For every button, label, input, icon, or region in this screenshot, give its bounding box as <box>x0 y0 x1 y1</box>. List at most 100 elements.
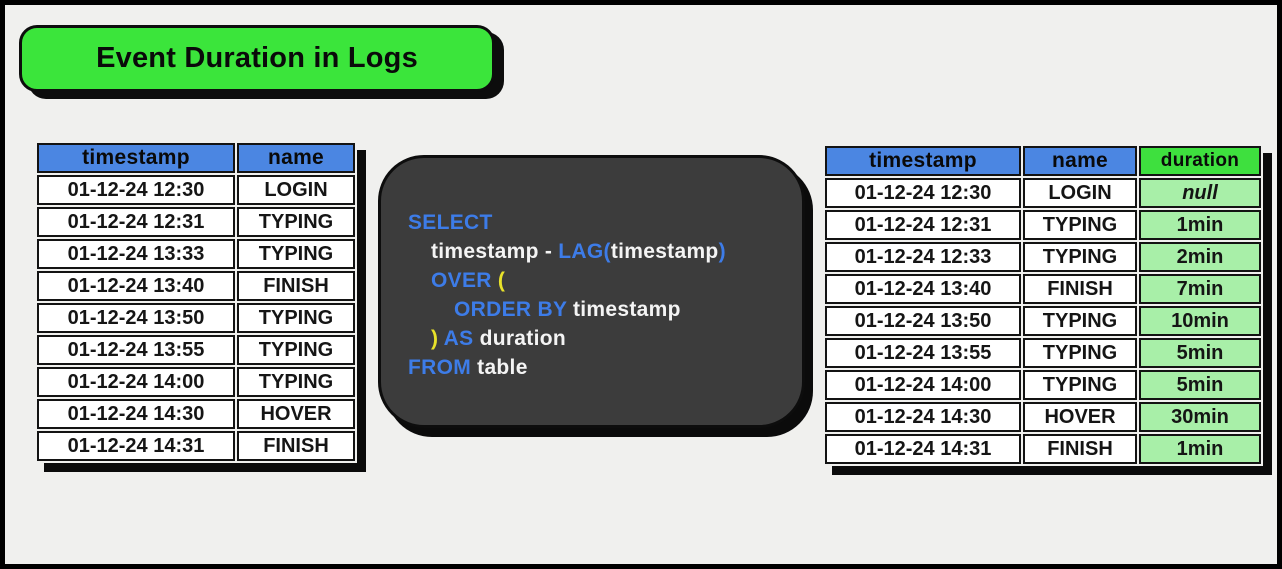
code-token-plain: table <box>477 356 528 379</box>
cell-name: LOGIN <box>1023 178 1137 208</box>
column-header-timestamp: timestamp <box>825 146 1021 176</box>
cell-timestamp: 01-12-24 13:55 <box>825 338 1021 368</box>
cell-name: HOVER <box>1023 402 1137 432</box>
page-title: Event Duration in Logs <box>96 42 418 74</box>
column-header-timestamp: timestamp <box>37 143 235 173</box>
cell-timestamp: 01-12-24 14:00 <box>37 367 235 397</box>
cell-name: HOVER <box>237 399 355 429</box>
cell-timestamp: 01-12-24 13:40 <box>37 271 235 301</box>
cell-timestamp: 01-12-24 14:30 <box>825 402 1021 432</box>
column-header-duration: duration <box>1139 146 1261 176</box>
cell-name: TYPING <box>1023 210 1137 240</box>
code-token-keyword: ORDER BY <box>454 298 573 321</box>
code-line: OVER ( <box>408 266 782 295</box>
cell-name: TYPING <box>1023 370 1137 400</box>
cell-name: FINISH <box>1023 274 1137 304</box>
cell-name: FINISH <box>237 271 355 301</box>
cell-duration: 7min <box>1139 274 1261 304</box>
code-line: SELECT <box>408 208 782 237</box>
code-line: ORDER BY timestamp <box>408 295 782 324</box>
cell-name: TYPING <box>237 303 355 333</box>
cell-timestamp: 01-12-24 12:31 <box>37 207 235 237</box>
column-header-name: name <box>237 143 355 173</box>
code-token-keyword: FROM <box>408 356 478 379</box>
cell-name: LOGIN <box>237 175 355 205</box>
cell-duration: 5min <box>1139 370 1261 400</box>
code-line: timestamp - LAG(timestamp) <box>408 237 782 266</box>
code-token-paren: ) <box>431 327 444 350</box>
cell-name: TYPING <box>1023 338 1137 368</box>
cell-name: TYPING <box>237 207 355 237</box>
cell-name: TYPING <box>1023 306 1137 336</box>
code-token-keyword: OVER <box>431 269 498 292</box>
cell-duration: 2min <box>1139 242 1261 272</box>
cell-timestamp: 01-12-24 14:31 <box>37 431 235 461</box>
cell-name: TYPING <box>237 367 355 397</box>
cell-name: FINISH <box>237 431 355 461</box>
cell-timestamp: 01-12-24 14:00 <box>825 370 1021 400</box>
cell-duration: 1min <box>1139 434 1261 464</box>
cell-timestamp: 01-12-24 13:50 <box>825 306 1021 336</box>
cell-timestamp: 01-12-24 12:31 <box>825 210 1021 240</box>
code-line: FROM table <box>408 353 782 382</box>
code-token-plain: timestamp <box>573 298 681 321</box>
cell-name: TYPING <box>237 239 355 269</box>
code-token-plain: duration <box>479 327 566 350</box>
code-token-keyword: AS <box>443 327 480 350</box>
cell-timestamp: 01-12-24 12:33 <box>825 242 1021 272</box>
cell-name: FINISH <box>1023 434 1137 464</box>
title-banner: Event Duration in Logs <box>19 25 495 92</box>
cell-timestamp: 01-12-24 13:55 <box>37 335 235 365</box>
column-header-name: name <box>1023 146 1137 176</box>
cell-name: TYPING <box>1023 242 1137 272</box>
cell-name: TYPING <box>237 335 355 365</box>
cell-timestamp: 01-12-24 13:50 <box>37 303 235 333</box>
cell-duration: 1min <box>1139 210 1261 240</box>
cell-timestamp: 01-12-24 14:30 <box>37 399 235 429</box>
code-token-paren: ( <box>497 269 506 292</box>
cell-timestamp: 01-12-24 14:31 <box>825 434 1021 464</box>
code-token-keyword: SELECT <box>408 211 493 234</box>
code-token-keyword: ) <box>718 240 726 263</box>
code-line: ) AS duration <box>408 324 782 353</box>
cell-timestamp: 01-12-24 12:30 <box>37 175 235 205</box>
code-token-plain: timestamp - <box>431 240 559 263</box>
code-token-plain: timestamp <box>610 240 719 263</box>
code-token-keyword: LAG( <box>558 240 611 263</box>
cell-duration: 10min <box>1139 306 1261 336</box>
cell-timestamp: 01-12-24 12:30 <box>825 178 1021 208</box>
cell-duration: 5min <box>1139 338 1261 368</box>
cell-timestamp: 01-12-24 13:33 <box>37 239 235 269</box>
cell-duration: 30min <box>1139 402 1261 432</box>
cell-duration: null <box>1139 178 1261 208</box>
